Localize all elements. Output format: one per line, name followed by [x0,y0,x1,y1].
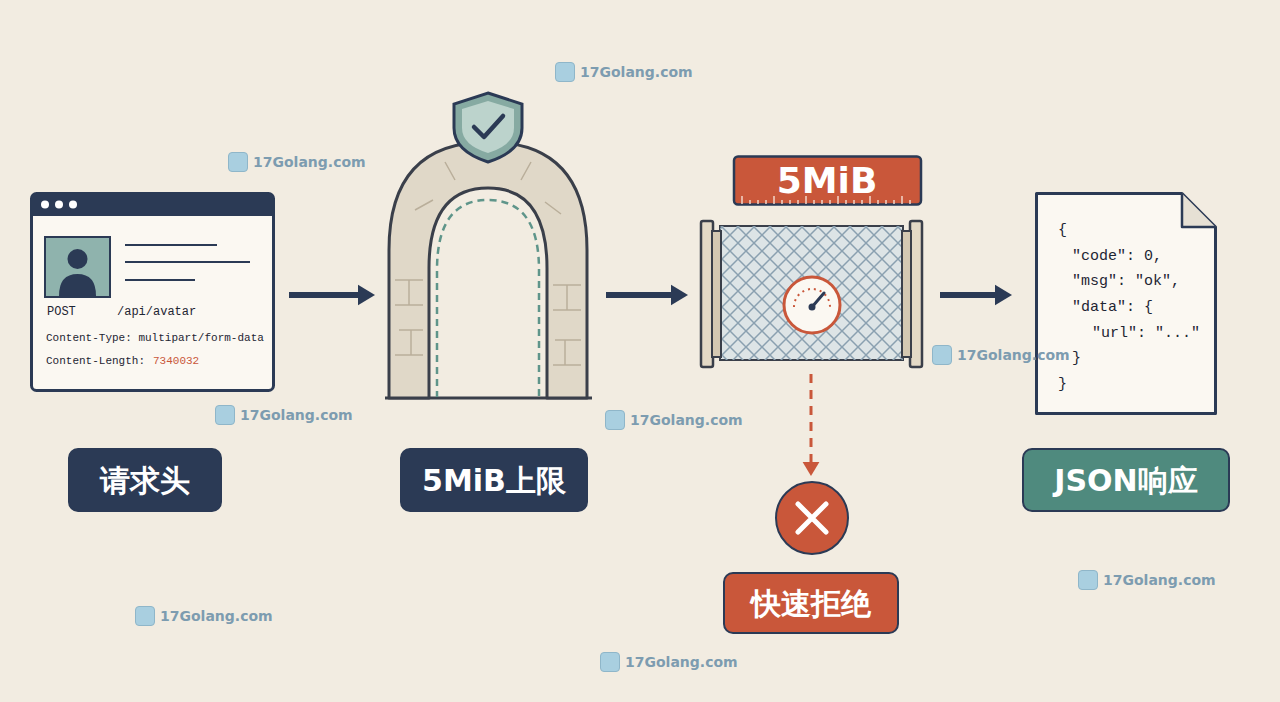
watermark: 17Golang.com [1078,570,1216,590]
arrow-line [606,292,674,298]
watermark: 17Golang.com [228,152,366,172]
label-pill: 5MiB上限 [400,448,588,512]
pill-text: 5MiB上限 [422,464,566,497]
node-text: Content-Type: multipart/form-data [46,332,264,345]
node-text: } [1072,350,1081,368]
pill-text: 快速拒绝 [751,587,871,620]
size-limit-arch: 5MiB上限 [385,90,592,512]
size-tag-text: 5MiB [777,159,878,202]
node-text: /api/avatar [117,305,196,319]
node-text: "code": 0, [1072,248,1162,266]
flow-arrow [803,374,820,476]
arrow-head [995,285,1012,305]
flow-arrow [289,285,375,305]
watermark-text: 17Golang.com [160,608,273,624]
watermark-text: 17Golang.com [253,154,366,170]
pill-text: 请求头 [100,464,190,497]
node-text: "url": "..." [1092,325,1200,343]
label-pill: 请求头 [68,448,222,512]
watermark-icon [555,62,575,82]
watermark-icon [600,652,620,672]
arrow-head [803,462,820,476]
watermark: 17Golang.com [600,652,738,672]
watermark-text: 17Golang.com [1103,572,1216,588]
label-pill: 快速拒绝 [723,572,899,634]
watermark: 17Golang.com [215,405,353,425]
node-text: Content-Length: [46,355,145,368]
arrow-line [289,292,361,298]
pill-text: JSON响应 [1054,464,1197,497]
watermark: 17Golang.com [605,410,743,430]
arrow-line [810,374,813,465]
request-window: POST/api/avatarContent-Type: multipart/f… [30,192,275,512]
arrow-head [671,285,688,305]
node-text: } [1058,376,1067,394]
watermark: 17Golang.com [135,606,273,626]
arrow-head [358,285,375,305]
watermark: 17Golang.com [932,345,1070,365]
reject-node-shape [722,480,900,560]
arrow-line [940,292,998,298]
rate-filter: 5MiB [698,155,926,370]
watermark-icon [135,606,155,626]
flow-arrow [606,285,688,305]
node-text: "data": { [1072,299,1153,317]
watermark-icon [605,410,625,430]
watermark-text: 17Golang.com [630,412,743,428]
reject-node: 快速拒绝 [722,480,900,636]
watermark-text: 17Golang.com [240,407,353,423]
watermark-text: 17Golang.com [580,64,693,80]
flow-arrow [940,285,1012,305]
node-text: "msg": "ok", [1072,273,1180,291]
watermark-text: 17Golang.com [957,347,1070,363]
node-text: 7340032 [153,355,199,368]
watermark: 17Golang.com [555,62,693,82]
watermark-text: 17Golang.com [625,654,738,670]
node-text: POST [47,305,76,319]
size-limit-arch-shape [385,90,592,400]
watermark-icon [1078,570,1098,590]
watermark-icon [932,345,952,365]
watermark-icon [228,152,248,172]
label-pill: JSON响应 [1022,448,1230,512]
watermark-icon [215,405,235,425]
node-text: { [1058,222,1067,240]
